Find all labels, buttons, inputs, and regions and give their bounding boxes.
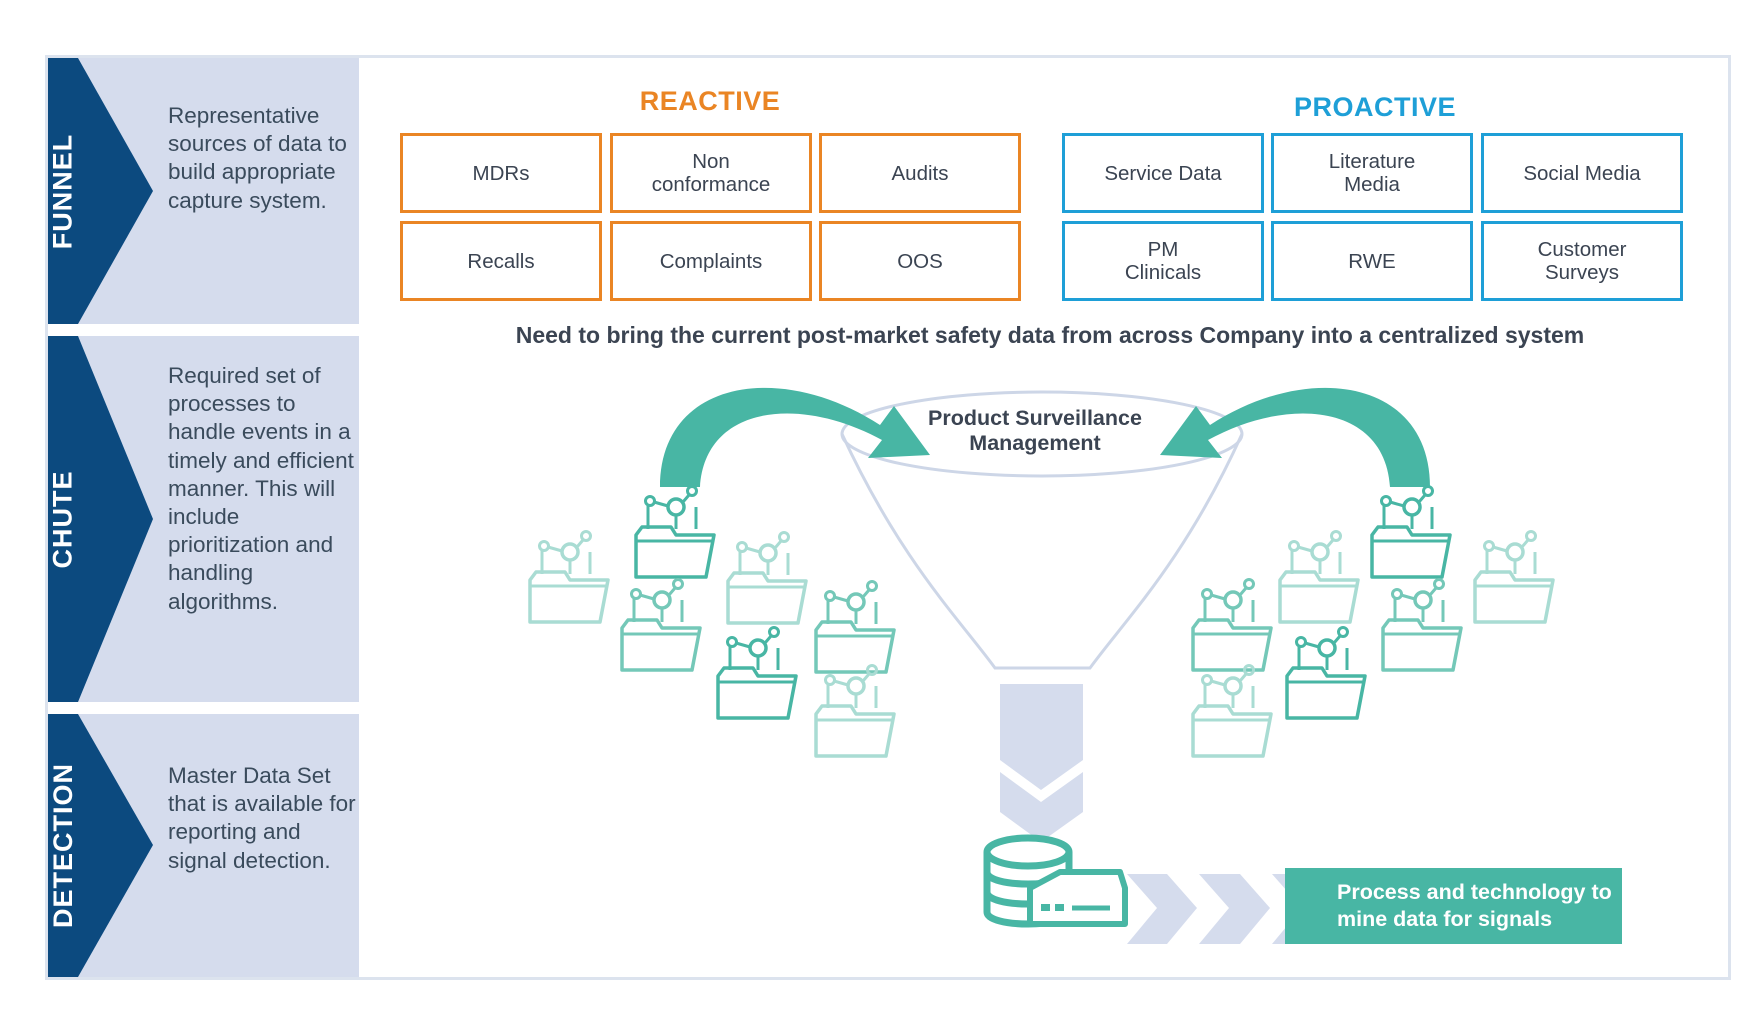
funnel-label: Product Surveillance Management xyxy=(928,406,1142,455)
chevron-icon xyxy=(48,714,153,977)
stage-chute: CHUTE Required set of processes to handl… xyxy=(48,336,359,702)
stage-detection: DETECTION Master Data Set that is availa… xyxy=(48,714,359,977)
reactive-source: Audits xyxy=(819,133,1021,213)
chevron-icon xyxy=(48,336,153,702)
stage-description: Representative sources of data to build … xyxy=(168,103,347,213)
proactive-source: PM Clinicals xyxy=(1062,221,1264,301)
stage-description: Master Data Set that is available for re… xyxy=(168,763,356,873)
reactive-source: MDRs xyxy=(400,133,602,213)
proactive-source: Literature Media xyxy=(1271,133,1473,213)
tagline: Need to bring the current post-market sa… xyxy=(515,322,1585,348)
reactive-source: Non conformance xyxy=(610,133,812,213)
server-icon xyxy=(1027,869,1128,927)
proactive-title: PROACTIVE xyxy=(1293,92,1457,122)
funnel-icon xyxy=(840,390,1244,670)
reactive-title: REACTIVE xyxy=(639,86,781,116)
stage-funnel: FUNNEL Representative sources of data to… xyxy=(48,58,359,324)
reactive-source: Complaints xyxy=(610,221,812,301)
folder-network-icon xyxy=(528,484,896,758)
curved-arrow-icon xyxy=(660,387,1430,487)
down-chevron-icon xyxy=(1000,684,1083,842)
proactive-source: Service Data xyxy=(1062,133,1264,213)
stage-description: Required set of processes to handle even… xyxy=(168,363,354,614)
reactive-source: Recalls xyxy=(400,221,602,301)
proactive-source: Customer Surveys xyxy=(1481,221,1683,301)
output-label: Process and technology to mine data for … xyxy=(1285,868,1622,944)
folder-network-icon xyxy=(1191,484,1555,758)
reactive-source: OOS xyxy=(819,221,1021,301)
proactive-source: Social Media xyxy=(1481,133,1683,213)
chevron-icon xyxy=(48,58,153,324)
proactive-source: RWE xyxy=(1271,221,1473,301)
